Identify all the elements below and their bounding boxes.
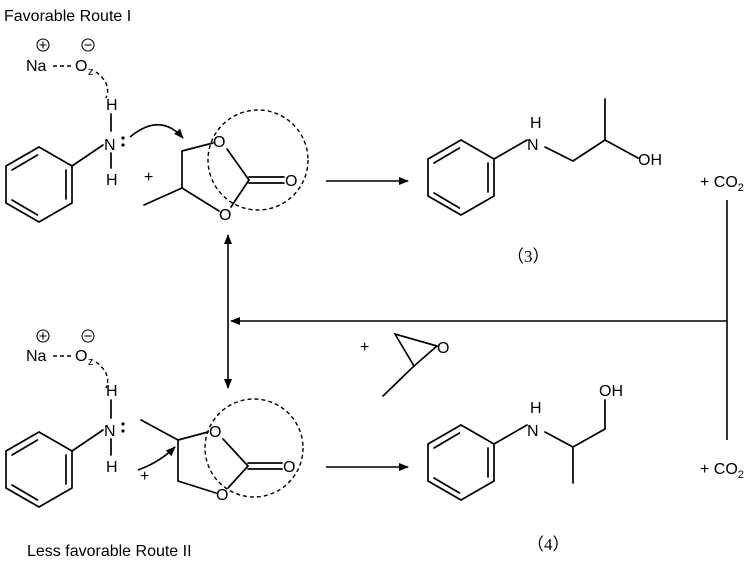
amine-h-bottom-1: H xyxy=(106,172,118,189)
plus-sign-1: + xyxy=(144,169,153,186)
product3-nh: H xyxy=(530,115,542,132)
attack-arrow-2 xyxy=(137,446,176,471)
product4-n: N xyxy=(527,423,539,440)
propylene-carbonate-1: O O O xyxy=(143,109,309,224)
oxide-label: O xyxy=(75,58,87,75)
ring-oxygen-bottom-2: O xyxy=(216,487,228,504)
aniline-2: N H H xyxy=(5,383,125,508)
co2-2: + CO2 xyxy=(700,461,744,481)
propylene-carbonate-2: O O O xyxy=(140,398,304,504)
aniline-1: N H H xyxy=(5,97,125,223)
product4-oh: OH xyxy=(599,383,623,400)
sodium-label: Na xyxy=(26,58,47,75)
product-3-structure: N H OH xyxy=(427,98,662,216)
ring-oxygen-bottom-1: O xyxy=(219,207,231,224)
carbonyl-oxygen-1: O xyxy=(285,173,297,190)
carbonyl-oxygen-2: O xyxy=(283,459,295,476)
amine-n-1: N xyxy=(104,137,116,154)
ring-oxygen-top-2: O xyxy=(209,424,221,441)
co2-1: + CO2 xyxy=(700,174,744,194)
attack-arrow-1 xyxy=(129,124,184,139)
compound-label-3: （3） xyxy=(507,247,550,266)
oxide-subscript: z xyxy=(88,66,94,78)
oxide-label-2: O xyxy=(75,348,87,365)
plus-sign-epoxide: + xyxy=(360,339,369,356)
sodium-label-2: Na xyxy=(26,348,47,365)
plus-sign-2: + xyxy=(140,468,149,485)
epoxide-oxygen: O xyxy=(437,340,449,357)
catalyst-1: Na O z xyxy=(26,38,109,99)
amine-h-top-1: H xyxy=(106,97,118,114)
product-4-structure: N H OH xyxy=(427,383,623,501)
product3-oh: OH xyxy=(638,152,662,169)
catalyst-2: Na O z xyxy=(26,329,109,389)
oxide-subscript-2: z xyxy=(88,356,94,368)
route2-title: Less favorable Route II xyxy=(27,543,192,560)
amine-n-2: N xyxy=(104,423,116,440)
product3-n: N xyxy=(527,137,539,154)
ring-oxygen-top-1: O xyxy=(213,134,225,151)
product4-nh: H xyxy=(530,400,542,417)
propylene-oxide: O xyxy=(382,332,449,397)
amine-h-top-2: H xyxy=(106,383,118,400)
route1-title: Favorable Route I xyxy=(4,8,131,25)
compound-label-4: （4） xyxy=(527,535,570,554)
amine-h-bottom-2: H xyxy=(106,459,118,476)
